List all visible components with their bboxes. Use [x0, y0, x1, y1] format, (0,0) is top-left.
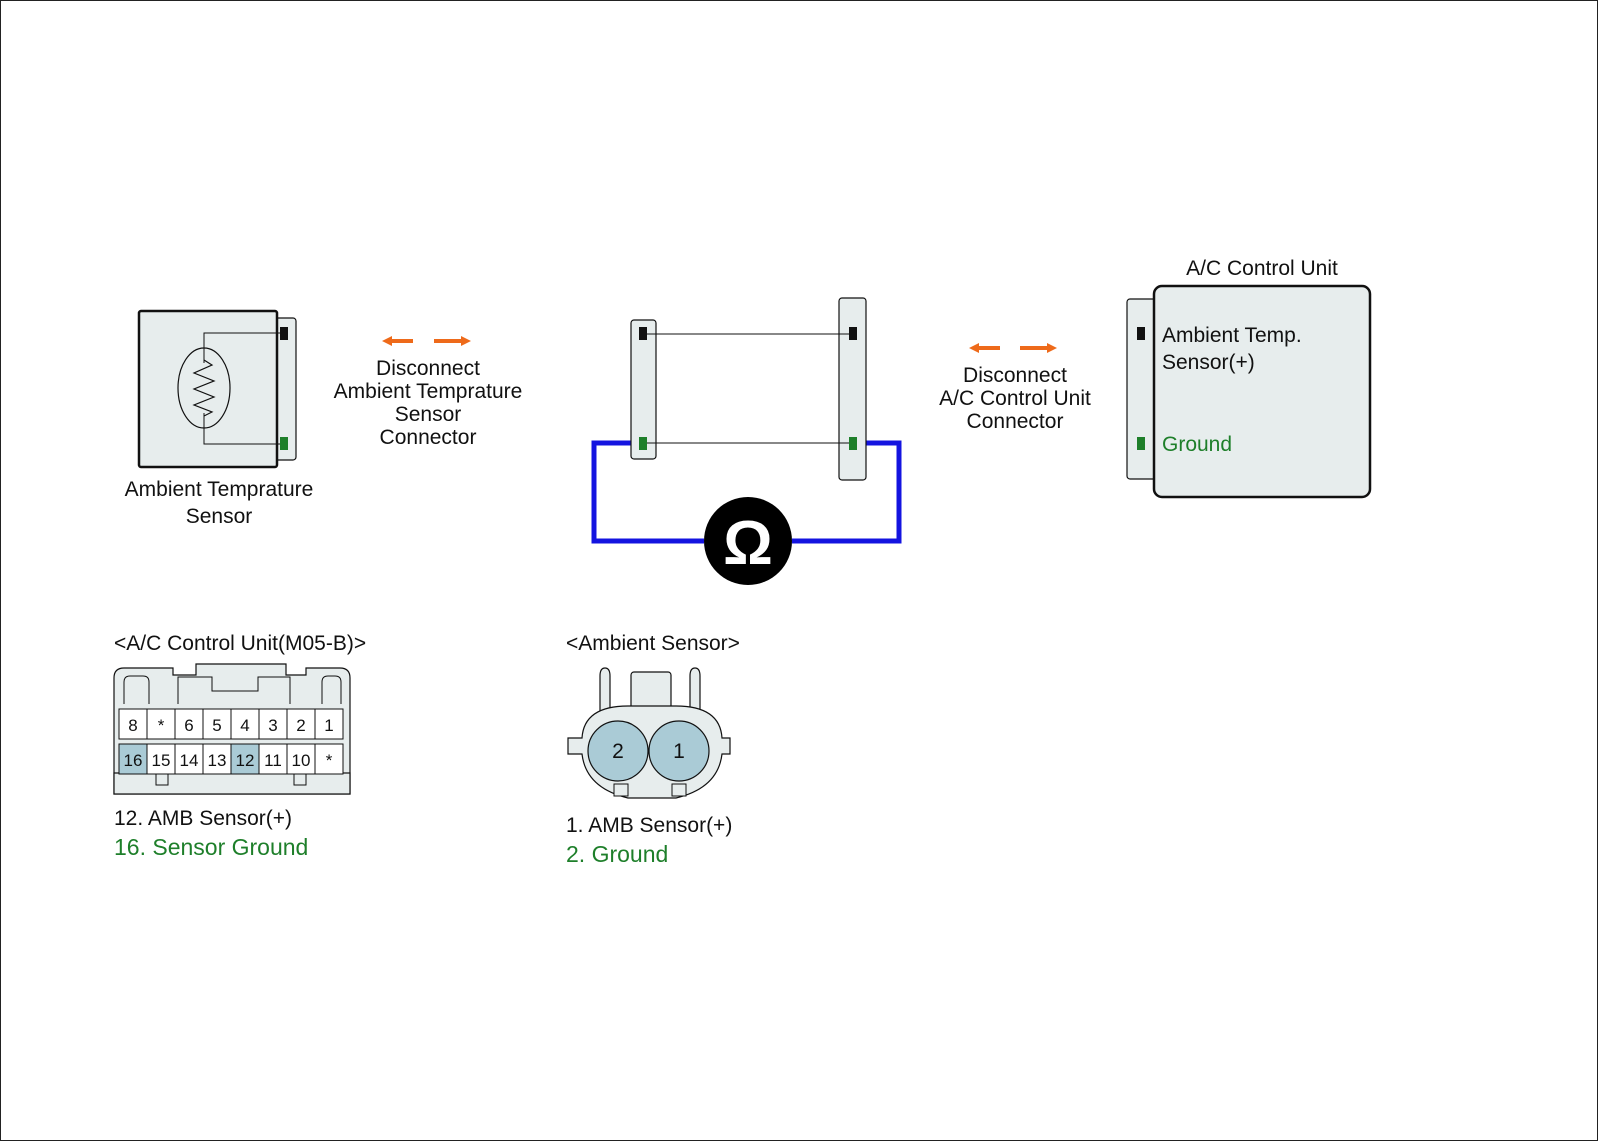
amb-pin-right-label: 1: [673, 740, 685, 763]
control-unit-body: [1152, 284, 1372, 499]
acu-pin-cell: [258, 708, 288, 740]
acu-pin-cell: [230, 743, 260, 775]
acu-pin-label: 11: [264, 751, 282, 770]
acu-pin-label: 4: [240, 716, 249, 735]
disconnect-right-group: Disconnect A/C Control Unit Connector: [939, 343, 1091, 433]
meter-lead-left: [591, 440, 704, 544]
acu-pin-cell: [258, 743, 288, 775]
acu-center-key: [177, 676, 291, 704]
harness-connector-right: [838, 297, 867, 481]
amb-connector-title: <Ambient Sensor>: [566, 632, 740, 655]
control-unit-title: A/C Control Unit: [1186, 257, 1338, 280]
harness-test-group: Ω: [591, 297, 902, 585]
acu-pin-label: 16: [124, 751, 143, 770]
acu-pin-label: 8: [128, 716, 137, 735]
control-unit-pin-black: [1137, 327, 1145, 340]
acu-foot-left: [155, 772, 169, 786]
harness-pin-right-black: [849, 327, 857, 340]
sensor-body: [137, 309, 279, 469]
acu-pin-cell: [314, 743, 344, 775]
ohmmeter-icon: [704, 497, 792, 585]
acu-pin-cell: [146, 743, 176, 775]
disconnect-left-line3: Sensor: [395, 403, 462, 426]
meter-lead-right: [792, 440, 902, 544]
sensor-internal-wire-bottom: [203, 413, 280, 445]
disconnect-right-line2: A/C Control Unit: [939, 387, 1091, 410]
acu-pin-label: 13: [208, 751, 227, 770]
disconnect-right-line1: Disconnect: [963, 364, 1067, 387]
acu-latch-right: [321, 675, 342, 704]
acu-pin-label: 6: [184, 716, 193, 735]
acu-pin-cell: [286, 743, 316, 775]
amb-foot-right: [671, 783, 687, 797]
sensor-pin-green: [280, 437, 288, 450]
acu-latch-left: [123, 675, 150, 704]
control-unit-pin-green: [1137, 437, 1145, 450]
acu-pin-label: *: [326, 751, 333, 770]
harness-pin-left-black: [639, 327, 647, 340]
control-unit-pin2-label: Ground: [1162, 433, 1232, 456]
acu-pin-cell: [286, 708, 316, 740]
acu-pin-label: *: [158, 716, 165, 735]
acu-pin-label: 12: [236, 751, 255, 770]
disconnect-left-line4: Connector: [380, 426, 477, 449]
disconnect-left-group: Disconnect Ambient Temprature Sensor Con…: [334, 336, 523, 449]
acu-pin-cell: [174, 743, 204, 775]
disconnect-right-line3: Connector: [967, 410, 1064, 433]
thermistor-outline: [177, 347, 231, 429]
sensor-internal-wire-top: [203, 332, 280, 363]
sensor-label-line2: Sensor: [186, 505, 253, 528]
disconnect-left-line1: Disconnect: [376, 357, 480, 380]
acu-pin-cell: [230, 708, 260, 740]
acu-pin-cell: [314, 708, 344, 740]
acu-legend-line1: 12. AMB Sensor(+): [114, 807, 292, 830]
harness-pin-left-green: [639, 437, 647, 450]
acu-connector-base: [113, 772, 351, 795]
acu-legend-line2: 16. Sensor Ground: [114, 834, 308, 860]
amb-pin-left-label: 2: [612, 740, 624, 763]
acu-pin-label: 10: [292, 751, 311, 770]
harness-connector-left: [630, 319, 657, 460]
acu-pin-label: 15: [152, 751, 171, 770]
acu-pin-label: 5: [212, 716, 221, 735]
harness-pin-right-green: [849, 437, 857, 450]
amb-foot-left: [613, 783, 629, 797]
ambient-sensor-component: Ambient Temprature Sensor: [125, 309, 314, 528]
amb-pin-2: [587, 720, 649, 782]
acu-pin-label: 3: [268, 716, 277, 735]
acu-pin-cell: [118, 743, 148, 775]
acu-foot-right: [293, 772, 307, 786]
amb-legend-line2: 2. Ground: [566, 841, 668, 867]
amb-pin-1: [648, 720, 710, 782]
acu-connector-title: <A/C Control Unit(M05-B)>: [114, 632, 366, 655]
ac-control-unit: A/C Control Unit Ambient Temp. Sensor(+)…: [1126, 257, 1372, 499]
disconnect-left-line2: Ambient Temprature: [334, 380, 523, 403]
acu-pin-label: 1: [324, 716, 333, 735]
ohm-symbol: Ω: [723, 509, 773, 578]
amb-legend-line1: 1. AMB Sensor(+): [566, 814, 732, 837]
control-unit-pin1-line1: Ambient Temp.: [1162, 324, 1302, 347]
sensor-pin-black: [280, 327, 288, 340]
control-unit-pin1-line2: Sensor(+): [1162, 351, 1255, 374]
acu-pin-label: 2: [296, 716, 305, 735]
thermistor-icon: [192, 359, 216, 417]
acu-pin-label: 14: [180, 751, 199, 770]
sensor-label-line1: Ambient Temprature: [125, 478, 314, 501]
ambient-connector-face: <Ambient Sensor> 2 1 1. AMB Sensor(+) 2.…: [566, 632, 740, 867]
